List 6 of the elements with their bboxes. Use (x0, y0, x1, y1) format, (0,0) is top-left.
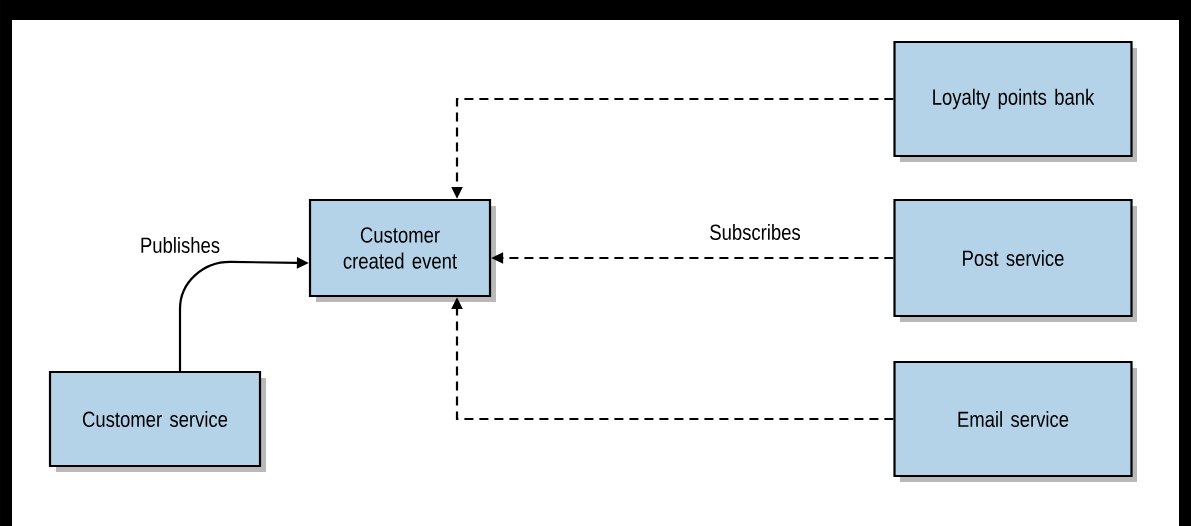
process-box: Customer service (48, 370, 266, 472)
process-box: Email service (893, 360, 1137, 482)
process-box: Post service (893, 198, 1137, 322)
process-box: Customer created event (308, 198, 496, 302)
process-box: Loyalty points bank (893, 40, 1137, 162)
edge-label: Subscribes (707, 221, 803, 243)
